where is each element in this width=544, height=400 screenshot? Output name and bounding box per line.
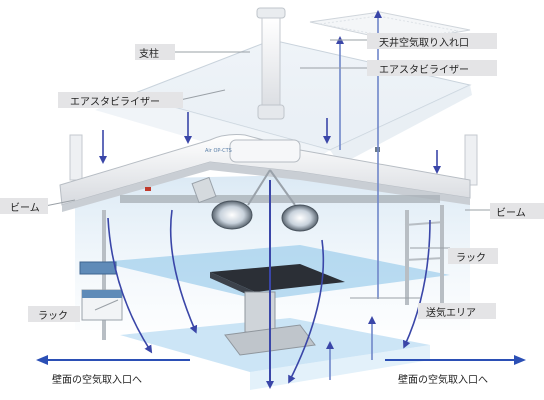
label-supply-area: 送気エリア: [418, 303, 496, 319]
ceiling-pillar: [256, 7, 286, 120]
label-ceiling-inlet: 天井空気取り入れ口: [367, 33, 497, 49]
label-air-stabilizer-right: エアスタビライザー: [367, 60, 497, 76]
frame-brand-text: Air OP-CTS: [205, 148, 232, 154]
label-beam-right: ビーム: [490, 203, 544, 219]
label-pillar: 支柱: [135, 44, 175, 60]
label-beam-left: ビーム: [0, 198, 48, 214]
label-wall-inlet-left: 壁面の空気取入口へ: [52, 375, 142, 386]
airflow-arrows: [99, 10, 441, 389]
label-air-stabilizer-left: エアスタビライザー: [58, 92, 183, 108]
surgical-lamps: [191, 169, 319, 232]
rack-right: [404, 205, 445, 305]
rack-left: [79, 210, 123, 340]
right-post: [464, 134, 478, 186]
beam-frame: Air OP-CTS: [59, 134, 471, 212]
leader-lines: [44, 39, 490, 311]
label-rack-right: ラック: [448, 248, 498, 264]
label-rack-left: ラック: [28, 306, 80, 322]
label-wall-inlet-right: 壁面の空気取入口へ: [398, 375, 488, 386]
left-post: [69, 134, 83, 181]
